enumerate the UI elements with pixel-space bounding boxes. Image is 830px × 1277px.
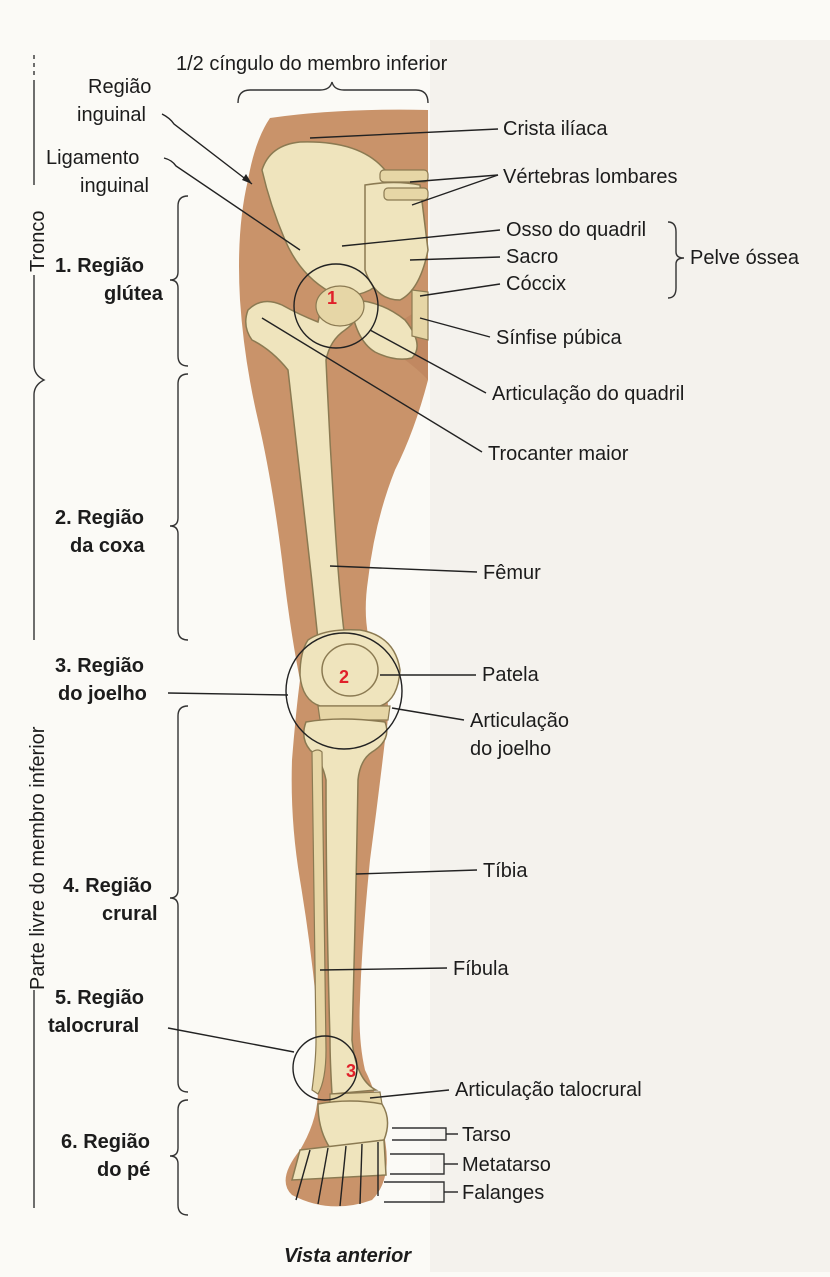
brace-region-1 — [170, 196, 188, 366]
marker-3: 3 — [346, 1061, 356, 1081]
label-vertebras: Vértebras lombares — [503, 166, 678, 188]
region-1-line2: glútea — [104, 283, 164, 305]
region-4-line2: crural — [102, 903, 158, 925]
label-trocanter: Trocanter maior — [488, 443, 629, 465]
regiao-inguinal-line1: Região — [88, 76, 151, 98]
leader-regiao-inguinal — [162, 114, 252, 184]
region-5-line1: 5. Região — [55, 987, 144, 1009]
label-art-joelho-line1: Articulação — [470, 710, 569, 732]
region-2-line1: 2. Região — [55, 507, 144, 529]
label-falanges: Falanges — [462, 1182, 544, 1204]
label-sinfise: Sínfise púbica — [496, 327, 623, 349]
marker-2: 2 — [339, 667, 349, 687]
leader-region-3 — [168, 693, 288, 695]
label-art-talocrural: Articulação talocrural — [455, 1079, 642, 1101]
brace-region-6 — [170, 1100, 188, 1215]
label-femur: Fêmur — [483, 562, 541, 584]
region-6-line1: 6. Região — [61, 1131, 150, 1153]
marker-1: 1 — [327, 288, 337, 308]
label-osso-quadril: Osso do quadril — [506, 219, 646, 241]
regiao-inguinal-line2: inguinal — [77, 104, 146, 126]
girdle-brace — [238, 82, 428, 103]
region-5-line2: talocrural — [48, 1015, 139, 1037]
region-2-line2: da coxa — [70, 535, 145, 557]
label-sacro: Sacro — [506, 246, 558, 268]
label-coccix: Cóccix — [506, 273, 566, 295]
parte-livre-label: Parte livre do membro inferior — [27, 726, 49, 990]
region-3-line2: do joelho — [58, 683, 147, 705]
region-6-line2: do pé — [97, 1159, 150, 1181]
top-girdle-label: 1/2 cíngulo do membro inferior — [176, 53, 448, 75]
tronco-label: Tronco — [27, 210, 49, 272]
region-1-line1: 1. Região — [55, 255, 144, 277]
ligamento-line1: Ligamento — [46, 147, 139, 169]
region-3-line1: 3. Região — [55, 655, 144, 677]
label-art-quadril: Articulação do quadril — [492, 383, 684, 405]
label-pelve: Pelve óssea — [690, 247, 800, 269]
label-tarso: Tarso — [462, 1124, 511, 1146]
label-crista: Crista ilíaca — [503, 118, 608, 140]
leader-region-5 — [168, 1028, 294, 1052]
label-fibula: Fíbula — [453, 958, 509, 980]
region-4-line1: 4. Região — [63, 875, 152, 897]
brace-region-2 — [170, 374, 188, 640]
brace-region-4 — [170, 706, 188, 1092]
label-patela: Patela — [482, 664, 540, 686]
label-art-joelho-line2: do joelho — [470, 738, 551, 760]
tronco-brace-tip — [34, 365, 44, 395]
figure-caption: Vista anterior — [284, 1245, 412, 1267]
ligamento-line2: inguinal — [80, 175, 149, 197]
label-tibia: Tíbia — [483, 860, 528, 882]
label-metatarso: Metatarso — [462, 1154, 551, 1176]
